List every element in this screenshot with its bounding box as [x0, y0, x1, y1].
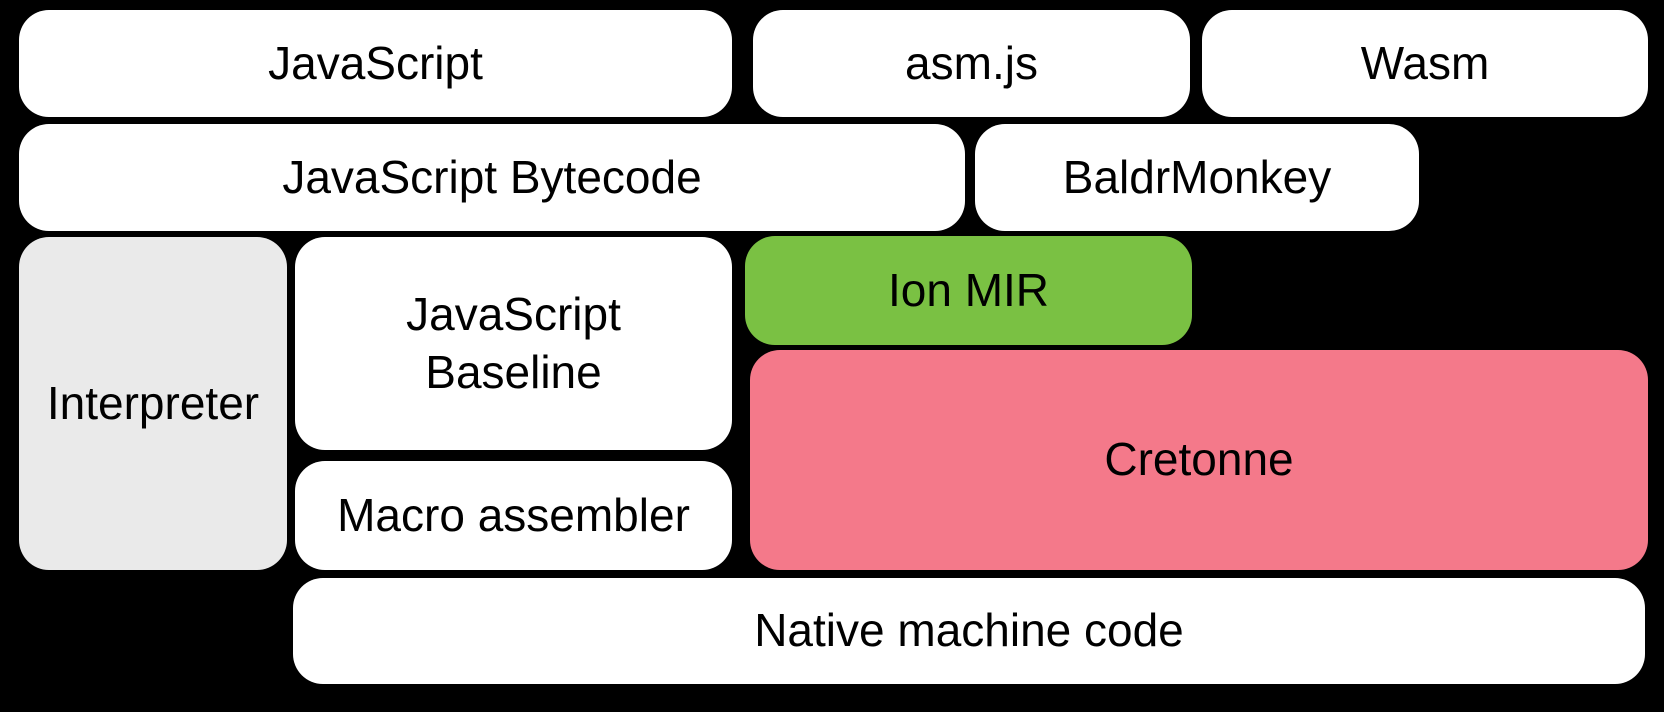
box-javascript-baseline-label-line1: JavaScript [406, 288, 621, 340]
box-javascript-bytecode-label: JavaScript Bytecode [282, 150, 702, 203]
box-native-machine-code-label: Native machine code [754, 604, 1184, 657]
box-javascript-baseline: JavaScript Baseline [295, 237, 732, 450]
box-javascript-label: JavaScript [268, 36, 483, 89]
box-ion-mir-label: Ion MIR [887, 263, 1050, 316]
box-macro-assembler: Macro assembler [295, 461, 732, 570]
box-wasm: Wasm [1202, 10, 1648, 117]
box-javascript: JavaScript [19, 10, 732, 117]
box-javascript-bytecode: JavaScript Bytecode [19, 124, 965, 231]
box-cretonne-label: Cretonne [1104, 433, 1294, 486]
box-javascript-baseline-label-line2: Baseline [425, 345, 602, 398]
box-cretonne: Cretonne [750, 350, 1648, 570]
box-interpreter: Interpreter [19, 237, 287, 570]
box-interpreter-label: Interpreter [46, 376, 260, 429]
box-ion-mir: Ion MIR [745, 236, 1192, 345]
box-asmjs-label: asm.js [905, 36, 1038, 89]
box-macro-assembler-label: Macro assembler [337, 488, 690, 541]
box-asmjs: asm.js [753, 10, 1190, 117]
box-native-machine-code: Native machine code [293, 578, 1645, 684]
box-baldrmonkey-label: BaldrMonkey [1062, 150, 1332, 203]
box-baldrmonkey: BaldrMonkey [975, 124, 1419, 231]
box-wasm-label: Wasm [1360, 36, 1490, 89]
